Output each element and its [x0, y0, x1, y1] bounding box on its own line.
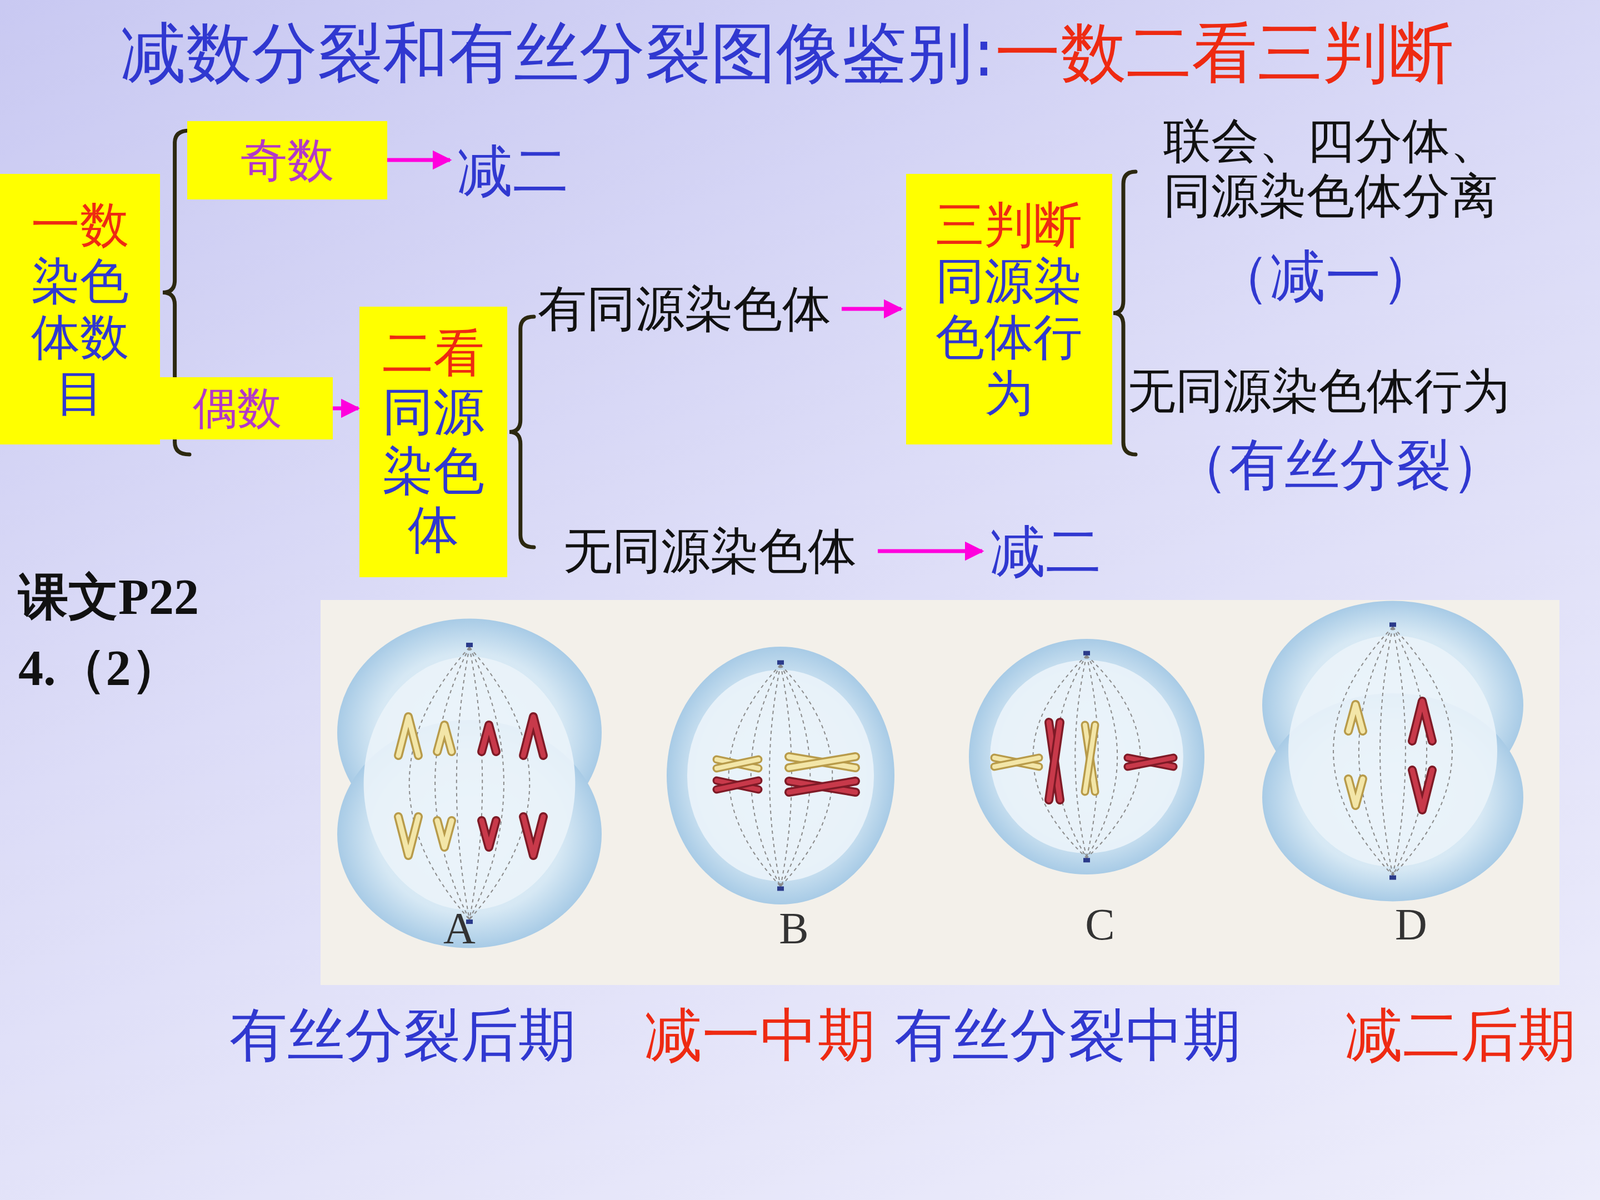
condition-label: 无同源染色体: [563, 522, 857, 579]
stage-caption: 有丝分裂中期: [894, 1002, 1242, 1069]
chromosome: [716, 759, 759, 769]
chromosome: [1085, 725, 1095, 792]
node-text: 三判断: [935, 196, 1083, 253]
spindle: [728, 664, 833, 887]
arrow: [841, 307, 902, 312]
chromosome: [1048, 722, 1060, 800]
stage-caption: 减二后期: [1345, 1002, 1577, 1069]
cell: [968, 638, 1205, 875]
centriole: [777, 660, 784, 665]
behavior-label: 无同源染色体行为: [1127, 363, 1510, 419]
chromosome: [437, 725, 452, 752]
cell: [666, 646, 895, 905]
condition-label: 有同源染色体: [537, 280, 832, 337]
count-box: 一数染色体数目: [0, 173, 160, 445]
behavior-label: 联会、四分体、同源染色体分离: [1163, 113, 1525, 224]
title: 减数分裂和有丝分裂图像鉴别:: [120, 15, 995, 92]
chromosome: [1348, 704, 1363, 732]
chromosome: [1127, 757, 1174, 767]
node-text: 一数: [31, 196, 129, 253]
chromosome: [1085, 725, 1095, 792]
stage-caption: 减一中期: [644, 1002, 876, 1069]
result-label: （有丝分裂）: [1173, 432, 1507, 497]
chromosome: [716, 759, 759, 769]
reference-label: 课文P22: [18, 568, 199, 627]
figure-panel: [320, 600, 1560, 985]
cell: [1262, 601, 1524, 902]
figure-letter: B: [778, 902, 809, 954]
reference-label: 4.（2）: [18, 639, 182, 698]
chromosome: [1048, 722, 1060, 800]
node-text: 同源染色体行为: [935, 252, 1083, 422]
centriole: [1083, 857, 1090, 863]
arrow: [380, 158, 450, 163]
centriole: [466, 642, 473, 648]
connector-arrow: [332, 406, 359, 411]
brace: [509, 316, 534, 548]
spindle: [409, 647, 530, 920]
chromosome: [994, 757, 1039, 767]
chromosome: [481, 820, 497, 848]
centriole: [777, 886, 784, 892]
result-label: 减二: [457, 138, 569, 203]
chromosome: [716, 780, 759, 790]
figure-letter: C: [1085, 898, 1115, 950]
chromosome: [1412, 701, 1433, 742]
chromosome: [1412, 770, 1433, 810]
node-text: 二看: [382, 323, 485, 383]
chromosome: [1127, 757, 1174, 767]
chromosome: [1348, 778, 1363, 806]
chromosome: [523, 816, 544, 856]
even-box: 偶数: [141, 377, 333, 440]
centriole: [1083, 651, 1090, 656]
stage-caption: 有丝分裂后期: [229, 1002, 577, 1069]
odd-box: 奇数: [187, 121, 388, 200]
chromosome: [523, 716, 544, 756]
chromosome: [437, 820, 452, 848]
figure-letter: A: [443, 902, 476, 954]
result-label: 减二: [990, 519, 1102, 584]
spindle: [1333, 626, 1453, 875]
node-text: 奇数: [193, 133, 381, 188]
figure-letter: D: [1395, 898, 1428, 950]
homolog-box: 二看同源染色体: [359, 306, 508, 578]
chromosome: [398, 816, 419, 856]
chromosome: [398, 716, 419, 756]
chromosome: [788, 756, 856, 768]
node-text: 染色体数目: [31, 252, 129, 422]
node-text: 偶数: [148, 382, 327, 434]
chromosome: [994, 757, 1039, 767]
node-text: 同源染色体: [382, 382, 485, 559]
chromosome: [481, 725, 497, 752]
chromosome: [788, 781, 856, 793]
title-highlight: 一数二看三判断: [995, 15, 1454, 92]
result-label: （减一）: [1214, 243, 1437, 308]
chromosome: [788, 781, 856, 793]
cell: [337, 618, 602, 949]
arrow: [877, 549, 983, 554]
behavior-box: 三判断同源染色体行为: [906, 173, 1113, 445]
centriole: [1389, 875, 1397, 880]
centriole: [1389, 622, 1397, 627]
chromosome: [716, 780, 759, 790]
chromosome: [788, 756, 856, 768]
